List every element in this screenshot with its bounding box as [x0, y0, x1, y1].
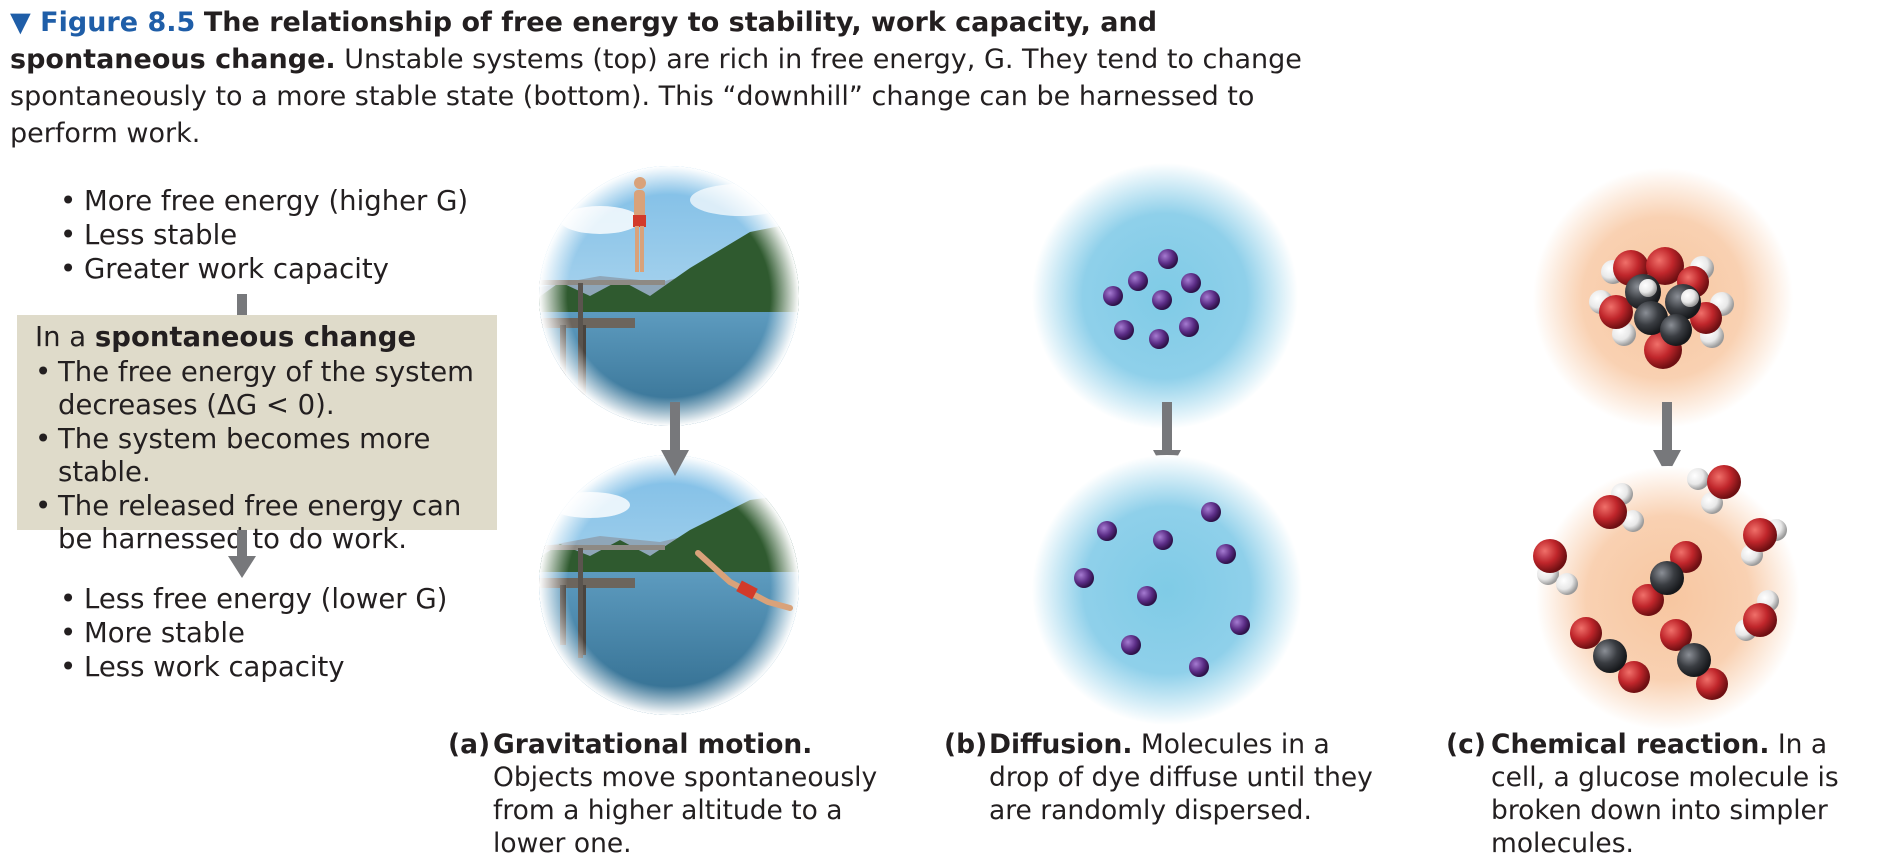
panel-text: Diffusion. Molecules in a drop of dye di…	[989, 729, 1373, 826]
figure-caption: ▼ Figure 8.5 The relationship of free en…	[10, 4, 1350, 152]
figure-title: The relationship of free energy to stabi…	[10, 7, 1158, 75]
panel-caption-a: (a) Gravitational motion. Objects move s…	[448, 728, 888, 860]
figure-description: Unstable systems (top) are rich in free …	[10, 44, 1302, 149]
panel-heading: Chemical reaction.	[1491, 729, 1770, 760]
diver-bottom-scene	[539, 455, 799, 715]
glucose-molecule-icon	[1589, 247, 1734, 369]
panel-text: Gravitational motion. Objects move spont…	[493, 729, 878, 859]
bottom-state-list: Less free energy (lower G) More stable L…	[58, 582, 447, 684]
box-list: The free energy of the system decreases …	[35, 356, 497, 557]
figure-illustrations	[539, 163, 1800, 730]
water-molecule-icon	[1741, 518, 1787, 566]
products-scene	[1533, 465, 1800, 730]
top-state-list: More free energy (higher G) Less stable …	[58, 184, 468, 286]
diver-top-scene	[539, 166, 799, 426]
dye-drop-bottom	[1032, 455, 1302, 725]
dye-molecule-icon	[1103, 249, 1220, 349]
panel-caption-c: (c) Chemical reaction. In a cell, a gluc…	[1446, 728, 1886, 860]
box-title: In a spontaneous change	[35, 321, 417, 353]
panel-heading: Diffusion.	[989, 729, 1133, 760]
water-molecule-icon	[1687, 465, 1741, 514]
bottom-state-item: More stable	[58, 616, 447, 650]
carbon-dioxide-molecule-icon	[1660, 619, 1728, 700]
carbon-dioxide-molecule-icon	[1632, 541, 1702, 616]
water-molecule-icon	[1533, 539, 1578, 595]
water-molecule-icon	[1735, 590, 1779, 641]
bottom-state-item: Less free energy (lower G)	[58, 582, 447, 616]
panel-letter: (c)	[1446, 729, 1486, 760]
water-molecule-icon	[1593, 483, 1644, 532]
box-item: The free energy of the system decreases …	[35, 356, 497, 423]
spontaneous-change-box: In a spontaneous change The free energy …	[17, 315, 497, 555]
panel-caption-b: (b) Diffusion. Molecules in a drop of dy…	[944, 728, 1384, 827]
panel-text: Chemical reaction. In a cell, a glucose …	[1491, 729, 1839, 859]
diver-icon	[633, 177, 646, 272]
connector-line	[237, 294, 247, 316]
dye-drop-top	[1032, 163, 1298, 429]
diver-icon	[695, 550, 793, 611]
connector-line	[237, 530, 247, 558]
panel-letter: (b)	[944, 729, 988, 760]
panel-letter: (a)	[448, 729, 491, 760]
glucose-scene	[1533, 168, 1793, 428]
top-state-item: Greater work capacity	[58, 252, 468, 286]
down-arrow-icon	[1653, 402, 1681, 476]
dye-molecule-icon	[1074, 502, 1250, 677]
top-state-item: Less stable	[58, 218, 468, 252]
figure-label: ▼ Figure 8.5	[10, 7, 196, 38]
carbon-dioxide-molecule-icon	[1570, 617, 1650, 693]
box-item: The released free energy can be harnesse…	[35, 490, 497, 557]
down-arrow-icon	[228, 556, 256, 578]
top-state-item: More free energy (higher G)	[58, 184, 468, 218]
box-item: The system becomes more stable.	[35, 423, 497, 490]
panel-heading: Gravitational motion.	[493, 729, 813, 760]
bottom-state-item: Less work capacity	[58, 650, 447, 684]
down-arrow-icon	[661, 402, 689, 476]
